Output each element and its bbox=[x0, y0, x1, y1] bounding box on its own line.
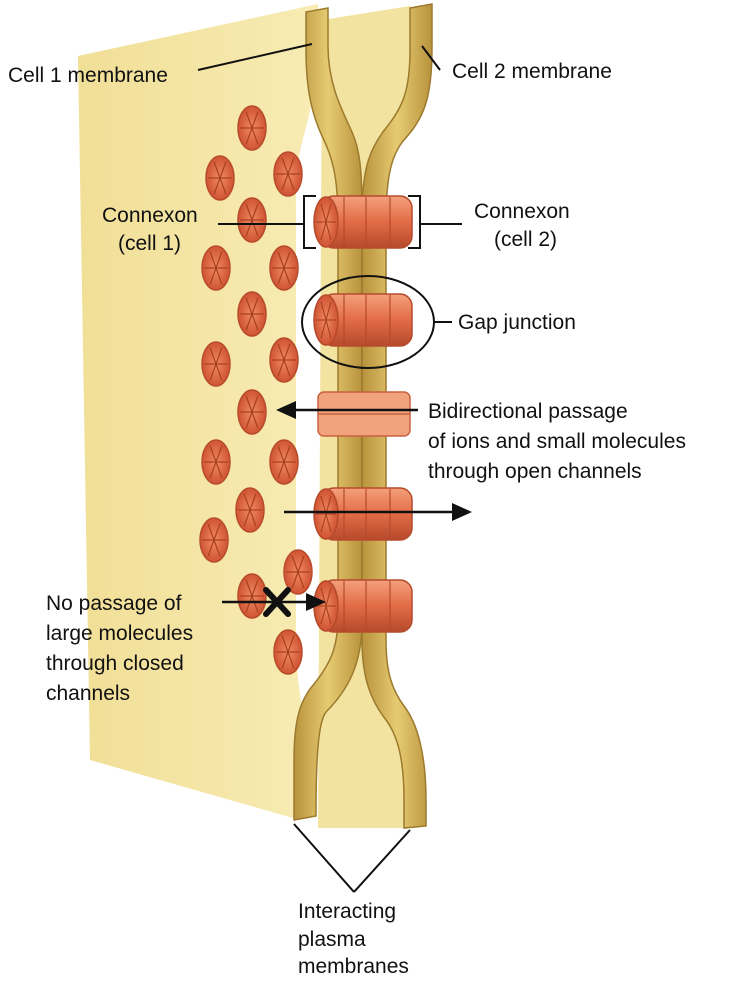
cell1-membrane-leader bbox=[197, 43, 313, 71]
connexon-face-icon bbox=[269, 245, 299, 291]
connexon-cell2-label-line1: Connexon bbox=[474, 200, 570, 223]
interacting-leader-right bbox=[353, 829, 411, 893]
bidirectional-label-line2: of ions and small molecules bbox=[428, 430, 686, 453]
connexon-pair-1 bbox=[313, 195, 413, 249]
connexon-face-icon bbox=[283, 549, 313, 595]
connexon-cell2-label-line2: (cell 2) bbox=[494, 228, 557, 251]
connexon-pair-3 bbox=[313, 487, 413, 541]
connexon-cell1-bracket bbox=[303, 195, 316, 249]
bidirectional-label-line3: through open channels bbox=[428, 460, 642, 483]
connexon-pair-closed bbox=[313, 579, 413, 633]
interacting-label-line3: membranes bbox=[298, 955, 409, 976]
interacting-label-line1: Interacting bbox=[298, 900, 396, 923]
connexon-cell1-label-line2: (cell 1) bbox=[118, 232, 181, 255]
connexon-face-icon bbox=[273, 151, 303, 197]
connexon-face-icon bbox=[201, 341, 231, 387]
connexon-face-icon bbox=[201, 245, 231, 291]
connexon-face-icon bbox=[237, 105, 267, 151]
connexon-face-icon bbox=[237, 389, 267, 435]
cell2-membrane-label: Cell 2 membrane bbox=[452, 60, 612, 83]
connexon-pair-gap-junction bbox=[313, 293, 413, 347]
connexon-cell2-bracket bbox=[408, 195, 421, 249]
interacting-leader-left bbox=[293, 823, 355, 893]
gap-junction-label: Gap junction bbox=[458, 311, 576, 334]
blocked-arrow-head bbox=[306, 593, 326, 611]
no-passage-label-line4: channels bbox=[46, 682, 130, 705]
cell1-membrane-label: Cell 1 membrane bbox=[8, 64, 168, 87]
connexon-face-icon bbox=[237, 197, 267, 243]
connexon-face-icon bbox=[205, 155, 235, 201]
connexon-face-icon bbox=[235, 487, 265, 533]
no-passage-label-line1: No passage of bbox=[46, 592, 182, 615]
connexon-cylinders bbox=[313, 195, 413, 633]
connexon-face-icon bbox=[201, 439, 231, 485]
bidirectional-label-line1: Bidirectional passage bbox=[428, 400, 628, 423]
connexon-face-icon bbox=[237, 573, 267, 619]
no-passage-label-line3: through closed bbox=[46, 652, 184, 675]
connexon-face-icon bbox=[273, 629, 303, 675]
connexon-face-icon bbox=[269, 337, 299, 383]
connexon-face-icon bbox=[199, 517, 229, 563]
passage-arrows bbox=[222, 401, 472, 617]
connexon-face-icon bbox=[269, 439, 299, 485]
blocked-x-icon bbox=[263, 587, 291, 617]
arrow-left-head bbox=[276, 401, 296, 419]
interacting-label-line2: plasma bbox=[298, 928, 366, 951]
cell2-membrane-leader bbox=[421, 45, 441, 71]
arrow-right-head bbox=[452, 503, 472, 521]
leader-lines bbox=[197, 43, 462, 893]
connexon-faces bbox=[199, 105, 313, 675]
connexon-face-icon bbox=[237, 291, 267, 337]
connexon-cell1-label-line1: Connexon bbox=[102, 204, 198, 227]
no-passage-label-line2: large molecules bbox=[46, 622, 193, 645]
open-channel bbox=[317, 391, 411, 437]
